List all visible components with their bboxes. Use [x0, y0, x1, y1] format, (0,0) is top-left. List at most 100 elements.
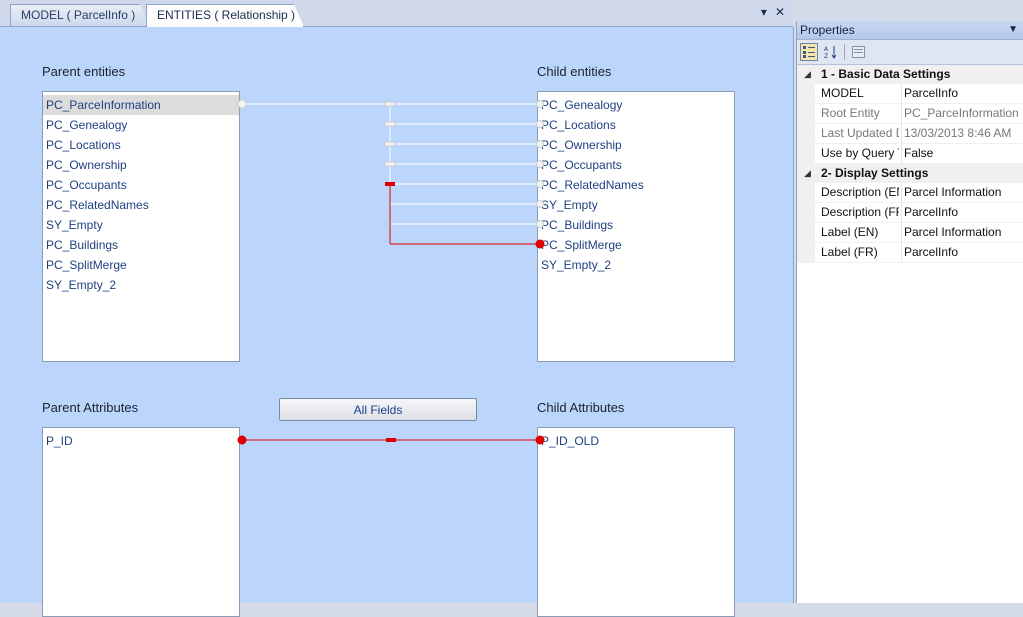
property-name: MODEL — [821, 86, 864, 100]
child-entities-label: Child entities — [537, 64, 612, 79]
parent-entity-item[interactable]: PC_RelatedNames — [46, 198, 149, 212]
child-entity-item[interactable]: PC_Buildings — [541, 218, 614, 232]
connector-handle — [384, 161, 396, 167]
connector-handle — [384, 121, 396, 127]
tab-list-dropdown-icon[interactable]: ▾ — [760, 5, 767, 19]
categorized-icon[interactable] — [800, 43, 818, 61]
property-name: Label (EN) — [821, 225, 879, 239]
property-row[interactable]: Last Updated D 13/03/2013 8:46 AM — [797, 124, 1023, 144]
parent-entities-label: Parent entities — [42, 64, 126, 79]
property-name: Description (EN — [821, 185, 899, 199]
parent-entity-item[interactable]: PC_Locations — [46, 138, 121, 152]
all-fields-button[interactable]: All Fields — [279, 398, 477, 421]
parent-entity-item[interactable]: PC_Genealogy — [46, 118, 128, 132]
property-value: PC_ParceInformation — [904, 106, 1019, 120]
parent-entity-item[interactable]: SY_Empty — [46, 218, 103, 232]
property-value[interactable]: False — [904, 146, 934, 160]
property-category[interactable]: ◢ 2- Display Settings — [797, 164, 1023, 183]
property-name: Description (FR — [821, 205, 899, 219]
connector-handle — [384, 101, 396, 107]
child-entity-item[interactable]: PC_Locations — [541, 118, 616, 132]
column-divider — [901, 183, 902, 202]
child-entity-item[interactable]: SY_Empty_2 — [541, 258, 612, 272]
column-divider — [901, 203, 902, 222]
active-connector-handle — [385, 182, 395, 186]
property-name: Label (FR) — [821, 245, 878, 259]
parent-entity-item[interactable]: PC_Occupants — [46, 178, 127, 192]
collapse-triangle-icon[interactable]: ◢ — [804, 69, 811, 79]
property-value[interactable]: ParcelInfo — [904, 205, 959, 219]
property-value[interactable]: ParcelInfo — [904, 86, 959, 100]
property-name: Use by Query T — [821, 146, 899, 160]
property-row[interactable]: Label (FR) ParcelInfo — [797, 243, 1023, 263]
child-entity-item[interactable]: PC_RelatedNames — [541, 178, 644, 192]
child-attributes-list[interactable]: P_ID_OLD — [537, 427, 735, 617]
property-pages-icon[interactable] — [849, 43, 867, 61]
row-gutter — [797, 124, 815, 143]
property-row[interactable]: Label (EN) Parcel Information — [797, 223, 1023, 243]
column-divider — [901, 223, 902, 242]
column-divider — [901, 144, 902, 163]
tab-model[interactable]: MODEL ( ParcelInfo ) — [10, 4, 150, 26]
row-gutter — [797, 104, 815, 123]
row-gutter — [797, 203, 815, 222]
child-entity-item[interactable]: PC_Occupants — [541, 158, 622, 172]
connector-handle — [384, 141, 396, 147]
property-row[interactable]: Description (EN Parcel Information — [797, 183, 1023, 203]
child-entity-item[interactable]: PC_SplitMerge — [541, 238, 622, 252]
property-value[interactable]: Parcel Information — [904, 185, 1002, 199]
category-label: 2- Display Settings — [821, 166, 929, 180]
column-divider — [901, 124, 902, 143]
property-name: Root Entity — [821, 106, 880, 120]
row-gutter — [797, 243, 815, 262]
attribute-link-handle — [386, 438, 396, 442]
column-divider — [901, 104, 902, 123]
property-row[interactable]: Description (FR ParcelInfo — [797, 203, 1023, 223]
column-divider — [901, 243, 902, 262]
parent-entity-item[interactable]: PC_SplitMerge — [46, 258, 127, 272]
svg-text:A: A — [824, 46, 829, 53]
child-entity-item[interactable]: PC_Ownership — [541, 138, 622, 152]
tab-entities[interactable]: ENTITIES ( Relationship ) — [146, 4, 304, 27]
child-attributes-label: Child Attributes — [537, 400, 625, 415]
parent-attributes-list[interactable]: P_ID — [42, 427, 240, 617]
child-attribute-item[interactable]: P_ID_OLD — [541, 434, 600, 448]
properties-title: Properties — [800, 23, 855, 37]
collapse-triangle-icon[interactable]: ◢ — [804, 168, 811, 178]
property-value[interactable]: Parcel Information — [904, 225, 1002, 239]
property-row[interactable]: Root Entity PC_ParceInformation — [797, 104, 1023, 124]
parent-attribute-item[interactable]: P_ID — [46, 434, 73, 448]
property-row[interactable]: MODEL ParcelInfo — [797, 84, 1023, 104]
row-gutter — [797, 183, 815, 202]
child-entity-item[interactable]: SY_Empty — [541, 198, 598, 212]
close-tab-icon[interactable]: ✕ — [774, 5, 785, 19]
document-tab-strip: MODEL ( ParcelInfo ) ENTITIES ( Relation… — [0, 0, 793, 27]
parent-entity-item[interactable]: PC_ParceInformation — [43, 95, 239, 115]
row-gutter — [797, 144, 815, 163]
parent-entity-item[interactable]: PC_Ownership — [46, 158, 127, 172]
parent-entity-item[interactable]: PC_Buildings — [46, 238, 119, 252]
relationship-designer: Parent entities Child entities PC_ParceI… — [0, 27, 794, 617]
child-entity-item[interactable]: PC_Genealogy — [541, 98, 623, 112]
parent-attributes-label: Parent Attributes — [42, 400, 139, 415]
property-value: 13/03/2013 8:46 AM — [904, 126, 1012, 140]
row-gutter — [797, 84, 815, 103]
property-row[interactable]: Use by Query T False — [797, 144, 1023, 164]
column-divider — [901, 84, 902, 103]
row-gutter — [797, 223, 815, 242]
parent-entity-item[interactable]: SY_Empty_2 — [46, 278, 117, 292]
svg-text:Z: Z — [824, 53, 828, 59]
property-name: Last Updated D — [821, 126, 899, 140]
panel-dropdown-icon[interactable]: ▼ — [1008, 24, 1018, 35]
property-value[interactable]: ParcelInfo — [904, 245, 959, 259]
properties-title-bar: Properties ▼ — [797, 21, 1023, 40]
category-label: 1 - Basic Data Settings — [821, 67, 951, 81]
toolbar-separator — [844, 44, 845, 60]
property-category[interactable]: ◢ 1 - Basic Data Settings — [797, 65, 1023, 84]
